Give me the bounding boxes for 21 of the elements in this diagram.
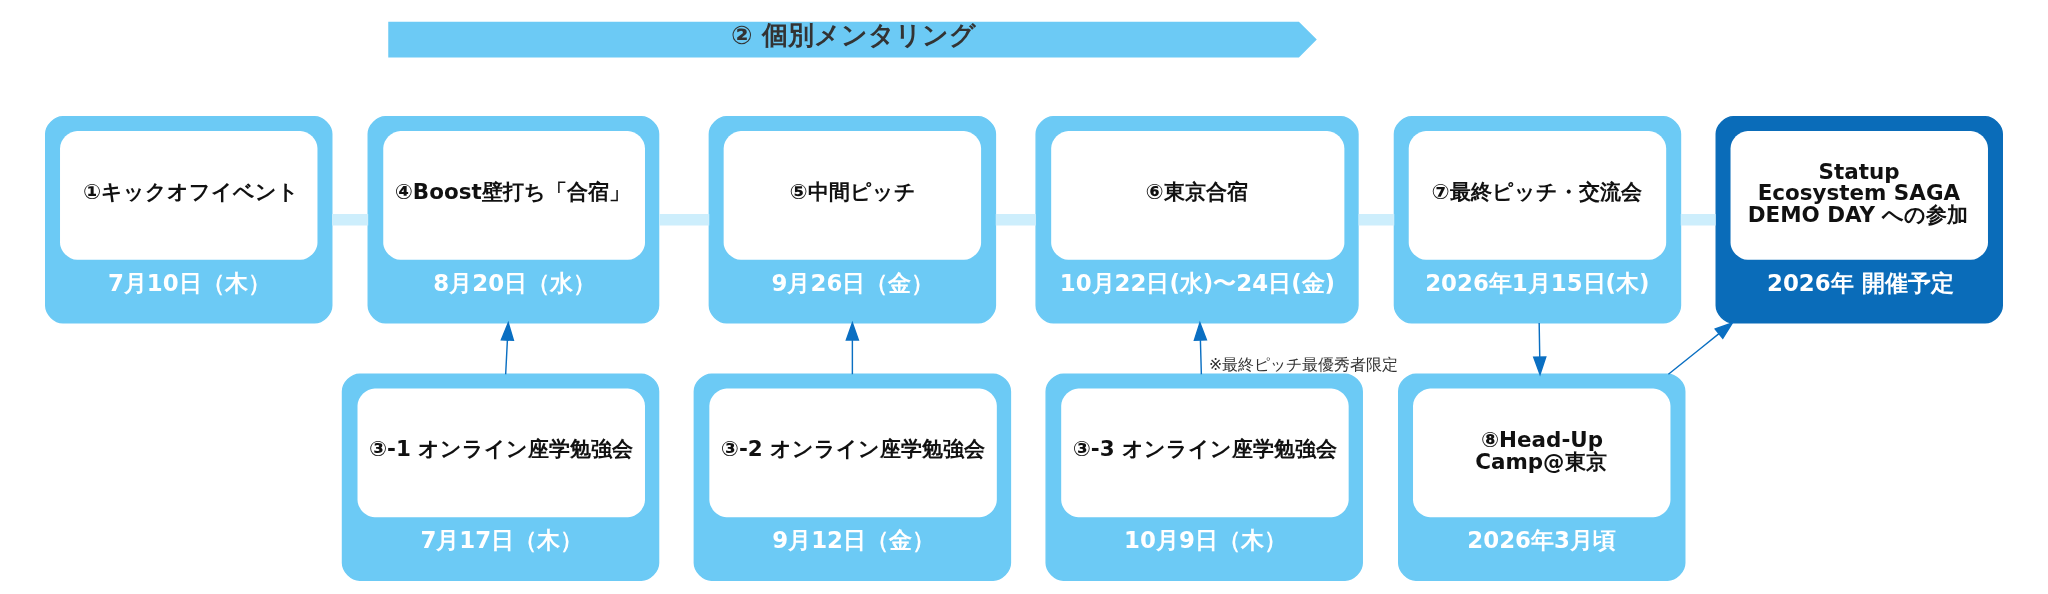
node-box: Statup Ecosystem SAGA DEMO DAY への参加 2026年 開催予定 bbox=[1715, 116, 2003, 324]
node-box: ④Boost壁打ち「合宿」 8月20日（水） bbox=[367, 116, 660, 324]
arrow bbox=[845, 320, 860, 375]
node-box: ③-2 オンライン座学勉強会 9月12日（金） bbox=[693, 373, 1012, 581]
arrow bbox=[500, 320, 515, 375]
connector bbox=[332, 214, 369, 226]
node-box: ①キックオフイベント 7月10日（木） bbox=[45, 116, 333, 324]
arrow bbox=[1532, 322, 1547, 377]
node-box: ③-3 オンライン座学勉強会 10月9日（木） bbox=[1045, 373, 1363, 581]
connector bbox=[1680, 214, 1716, 226]
connector bbox=[995, 214, 1036, 226]
arrow bbox=[1193, 320, 1208, 375]
connector bbox=[1358, 214, 1395, 226]
connector bbox=[659, 214, 710, 226]
node-box: ⑦最終ピッチ・交流会 2026年1月15日(木) bbox=[1393, 116, 1682, 324]
node-box: ⑤中間ピッチ 9月26日（金） bbox=[708, 116, 997, 324]
node-box: ⑧Head-Up Camp@東京 2026年3月頃 bbox=[1398, 373, 1686, 581]
node-label: ※最終ピッチ最優秀者限定 bbox=[1209, 354, 1399, 374]
arrow bbox=[1667, 321, 1735, 375]
node-box: ⑥東京合宿 10月22日(水)〜24日(金) bbox=[1035, 116, 1359, 324]
node-box: ③-1 オンライン座学勉強会 7月17日（木） bbox=[341, 373, 660, 581]
